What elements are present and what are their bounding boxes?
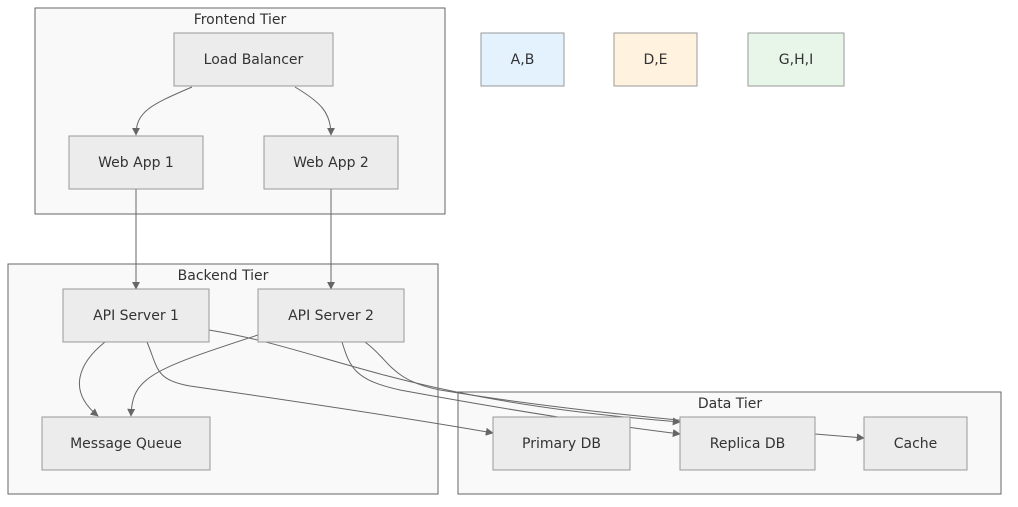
legend-item-de: D,E — [613, 32, 698, 87]
legend-swatch-de — [613, 32, 698, 87]
node-web-app-1[interactable]: Web App 1 — [68, 135, 204, 190]
edge-api1-replicadb — [208, 329, 681, 426]
legend-item-ghi: G,H,I — [747, 32, 845, 87]
legend-label-de: D,E — [643, 52, 667, 68]
node-primary-db[interactable]: Primary DB — [492, 416, 631, 471]
node-replica-db[interactable]: Replica DB — [679, 416, 816, 471]
node-cache[interactable]: Cache — [863, 416, 968, 471]
edge-api1-mq — [79, 341, 106, 417]
legend-swatch-ghi — [747, 32, 845, 87]
legend-swatch-ab — [480, 32, 565, 87]
node-load-balancer-label: Load Balancer — [204, 52, 304, 68]
cluster-frontend-title: Frontend Tier — [194, 12, 287, 28]
legend-label-ghi: G,H,I — [779, 52, 813, 68]
edge-replicadb-cache — [814, 433, 865, 442]
edge-lb-webapp2 — [294, 86, 335, 136]
node-web-app-2-label: Web App 2 — [293, 155, 369, 171]
cluster-backend-title: Backend Tier — [178, 268, 269, 284]
node-api-server-1-label: API Server 1 — [93, 308, 179, 324]
edge-api1-primarydb — [146, 341, 494, 436]
node-replica-db-label: Replica DB — [710, 436, 786, 452]
node-api-server-1[interactable]: API Server 1 — [62, 288, 210, 343]
node-message-queue[interactable]: Message Queue — [41, 416, 211, 471]
edge-lb-webapp1 — [132, 86, 193, 136]
legend-label-ab: A,B — [511, 52, 535, 68]
node-api-server-2[interactable]: API Server 2 — [257, 288, 405, 343]
node-cache-label: Cache — [894, 436, 938, 452]
node-message-queue-label: Message Queue — [70, 436, 182, 452]
node-primary-db-label: Primary DB — [522, 436, 601, 452]
edge-api2-mq — [127, 334, 259, 417]
node-web-app-2[interactable]: Web App 2 — [263, 135, 399, 190]
node-web-app-1-label: Web App 1 — [98, 155, 174, 171]
node-load-balancer[interactable]: Load Balancer — [173, 32, 334, 87]
cluster-data-title: Data Tier — [698, 396, 763, 412]
edges — [79, 86, 865, 442]
legend-item-ab: A,B — [480, 32, 565, 87]
node-api-server-2-label: API Server 2 — [288, 308, 374, 324]
